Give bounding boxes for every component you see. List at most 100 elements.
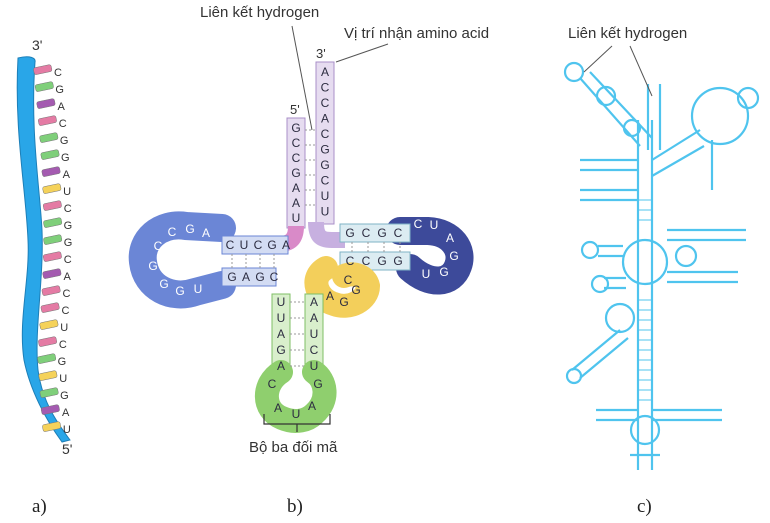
hbond-lines <box>231 129 401 367</box>
base-stick <box>41 285 61 296</box>
nucleotide: G <box>159 277 168 291</box>
nucleotide: C <box>344 273 353 287</box>
base-stick <box>36 98 56 109</box>
nucleotide: U <box>310 327 319 341</box>
base-stick <box>34 81 54 92</box>
base-stick <box>41 166 61 177</box>
base-letter: G <box>64 220 73 232</box>
label-anticodon: Bộ ba đối mã <box>249 439 338 456</box>
base-letter: A <box>63 169 71 181</box>
label-amino-site: Vị trí nhận amino acid <box>344 25 489 42</box>
base-letter: G <box>60 135 69 147</box>
t-stem-top <box>339 223 411 243</box>
end-3-label: 3' <box>32 37 42 53</box>
nucleotide: C <box>321 127 330 141</box>
nucleotide: A <box>277 327 285 341</box>
nucleotide: C <box>254 238 263 252</box>
nucleotide: G <box>291 166 300 180</box>
panel-label-c: c) <box>637 496 652 517</box>
base-letter: C <box>54 67 62 79</box>
nucleotide: G <box>185 222 194 236</box>
nucleotide: C <box>268 377 277 391</box>
nucleotide: C <box>154 239 163 253</box>
nucleotide: C <box>168 225 177 239</box>
nucleotide: C <box>226 238 235 252</box>
base-stick <box>37 353 57 364</box>
base-letter: C <box>64 254 72 266</box>
nucleotide: G <box>320 143 329 157</box>
variable-loop <box>304 256 381 318</box>
anticodon-loop <box>255 360 337 433</box>
nucleotide: G <box>175 284 184 298</box>
base-letter: A <box>62 407 70 419</box>
pointer-hbond-c-1 <box>583 45 613 73</box>
nucleotide: C <box>346 254 355 268</box>
nucleotide: A <box>202 226 210 240</box>
base-letter: C <box>59 118 67 130</box>
nucleotide: C <box>394 226 403 240</box>
trna-end-5: 5' <box>290 102 300 117</box>
nucleotide: A <box>292 181 300 195</box>
base-stick <box>40 149 60 160</box>
nucleotide: U <box>321 189 330 203</box>
nucleotide: U <box>277 311 286 325</box>
nucleotide: U <box>430 218 439 232</box>
base-letter: G <box>60 390 69 402</box>
nucleotide: G <box>393 254 402 268</box>
base-letter: G <box>58 356 67 368</box>
d-stem-bottom <box>221 267 277 287</box>
acceptor-stem-3 <box>315 61 335 225</box>
nucleotide: G <box>320 158 329 172</box>
nucleotide: G <box>339 295 348 309</box>
pointer-amino-site <box>335 43 389 63</box>
base-letter: A <box>64 271 72 283</box>
nucleotide: U <box>321 205 330 219</box>
base-letter: U <box>59 373 67 385</box>
nucleotide: G <box>439 265 448 279</box>
nucleotide: G <box>148 259 157 273</box>
base-letter: A <box>58 101 66 113</box>
nucleotide: A <box>277 359 285 373</box>
pointer-hbond-c-2 <box>629 45 653 97</box>
base-sticks <box>33 64 63 432</box>
base-letter: C <box>64 203 72 215</box>
nucleotide: A <box>326 289 334 303</box>
base-letter: U <box>63 186 71 198</box>
base-stick <box>43 217 63 228</box>
base-stick <box>40 302 60 313</box>
base-stick <box>43 251 62 262</box>
base-letter: C <box>59 339 67 351</box>
d-arm-loop <box>128 211 236 309</box>
nucleotide: C <box>270 270 279 284</box>
label-hbond-b: Liên kết hydrogen <box>200 4 319 21</box>
nucleotide: G <box>267 238 276 252</box>
panel-label-b: b) <box>287 496 303 517</box>
label-hbond-c: Liên kết hydrogen <box>568 25 687 42</box>
base-stick <box>39 319 59 330</box>
base-stick <box>42 200 62 211</box>
rrna-rungs <box>638 199 652 401</box>
base-stick <box>40 404 60 415</box>
base-letter: C <box>62 288 70 300</box>
nucleotide: A <box>310 311 318 325</box>
nucleotide: C <box>321 81 330 95</box>
base-stick <box>38 336 57 347</box>
nucleotide: C <box>414 217 423 231</box>
nucleotide: A <box>446 231 454 245</box>
panel-label-a: a) <box>32 496 47 517</box>
nucleotide: A <box>242 270 250 284</box>
nucleotide: C <box>321 96 330 110</box>
nucleotide: G <box>345 226 354 240</box>
base-letter: G <box>64 237 73 249</box>
base-stick <box>38 370 58 381</box>
nucleotide: C <box>321 174 330 188</box>
nucleotide: G <box>351 283 360 297</box>
base-stick <box>42 183 62 194</box>
base-stick <box>43 234 63 245</box>
pointer-hbond-b <box>291 25 313 131</box>
nucleotide: A <box>292 196 300 210</box>
rna-backbone <box>16 56 71 443</box>
nucleotide: G <box>377 226 386 240</box>
